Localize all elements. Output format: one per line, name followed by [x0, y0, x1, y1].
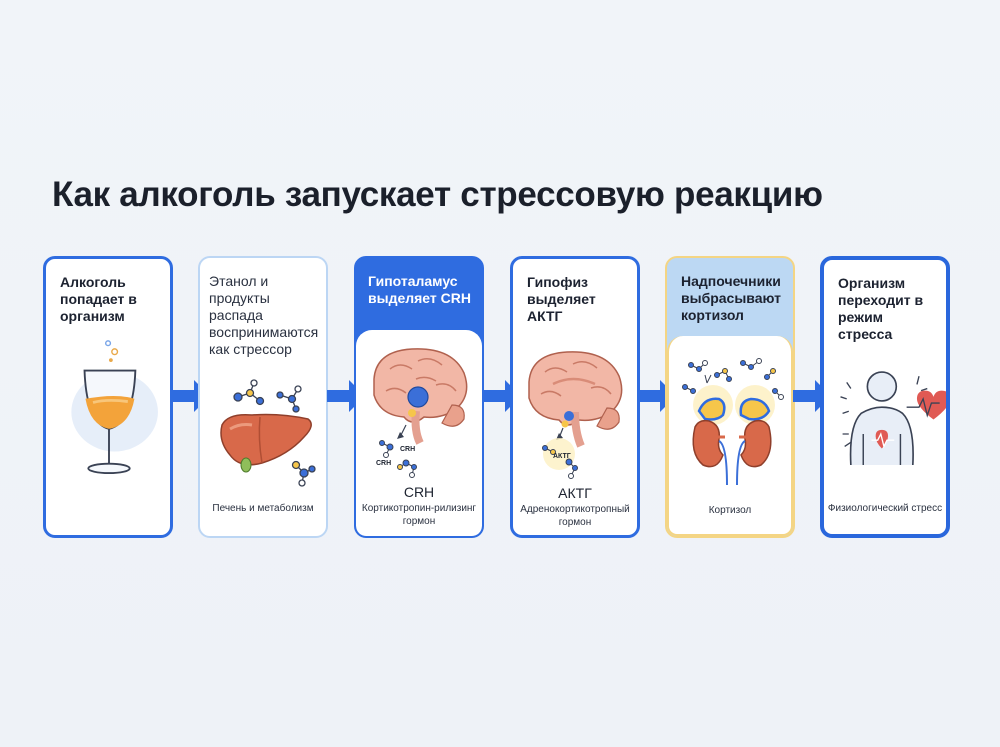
step-title: Гипоталамус выделяет CRH [368, 273, 471, 306]
page-title: Как алкоголь запускает стрессовую реакци… [52, 175, 823, 214]
step-title: Гипофиз выделяет АКТГ [527, 274, 596, 324]
step-caption: Кортизол [708, 505, 752, 516]
step-card-6: Организм переходит в режим стресса Физио… [820, 256, 950, 538]
hormone-label: АКТГ [558, 485, 592, 501]
step-title: Надпочечники выбрасывают кортизол [681, 273, 781, 323]
step-caption: Физиологический стресс [827, 503, 943, 514]
step-title: Алкоголь попадает в организм [60, 274, 137, 324]
step-title: Организм переходит в режим стресса [838, 275, 924, 342]
kidneys-adrenal-icon [682, 358, 784, 486]
step-card-4: Гипофиз выделяет АКТГ АКТГ АКТГ Адреноко… [510, 256, 640, 538]
step-card-1: Алкоголь попадает в организм [43, 256, 173, 538]
molecule-label: CRH [376, 460, 391, 467]
hormone-label: CRH [403, 484, 435, 500]
step-card-5: Надпочечники выбрасывают кортизол [665, 256, 795, 538]
step-caption: Кортикотропин-рилизинг гормон [361, 503, 477, 527]
wine-glass-icon [71, 340, 158, 475]
step-caption: Адренокортикотропный гормон [520, 504, 630, 528]
molecule-label: CRH [400, 446, 415, 453]
step-card-2: Этанол и продукты распада воспринимаются… [198, 256, 328, 538]
brain-hypothalamus-icon: CRH CRH [373, 348, 468, 478]
step-title: Этанол и продукты распада воспринимаются… [209, 273, 319, 357]
step-caption: Печень и метаболизм [212, 503, 314, 514]
step-card-3: Гипоталамус выделяет CRH CRH CRH CRH Кор… [354, 256, 484, 538]
stressed-body-icon [840, 371, 946, 466]
step-panel: Кортизол [667, 336, 793, 536]
molecule-label: АКТГ [553, 453, 571, 460]
brain-pituitary-icon: АКТГ [528, 351, 623, 479]
liver-icon [220, 379, 316, 487]
step-panel: CRH CRH CRH Кортикотропин-рилизинг гормо… [356, 330, 482, 536]
